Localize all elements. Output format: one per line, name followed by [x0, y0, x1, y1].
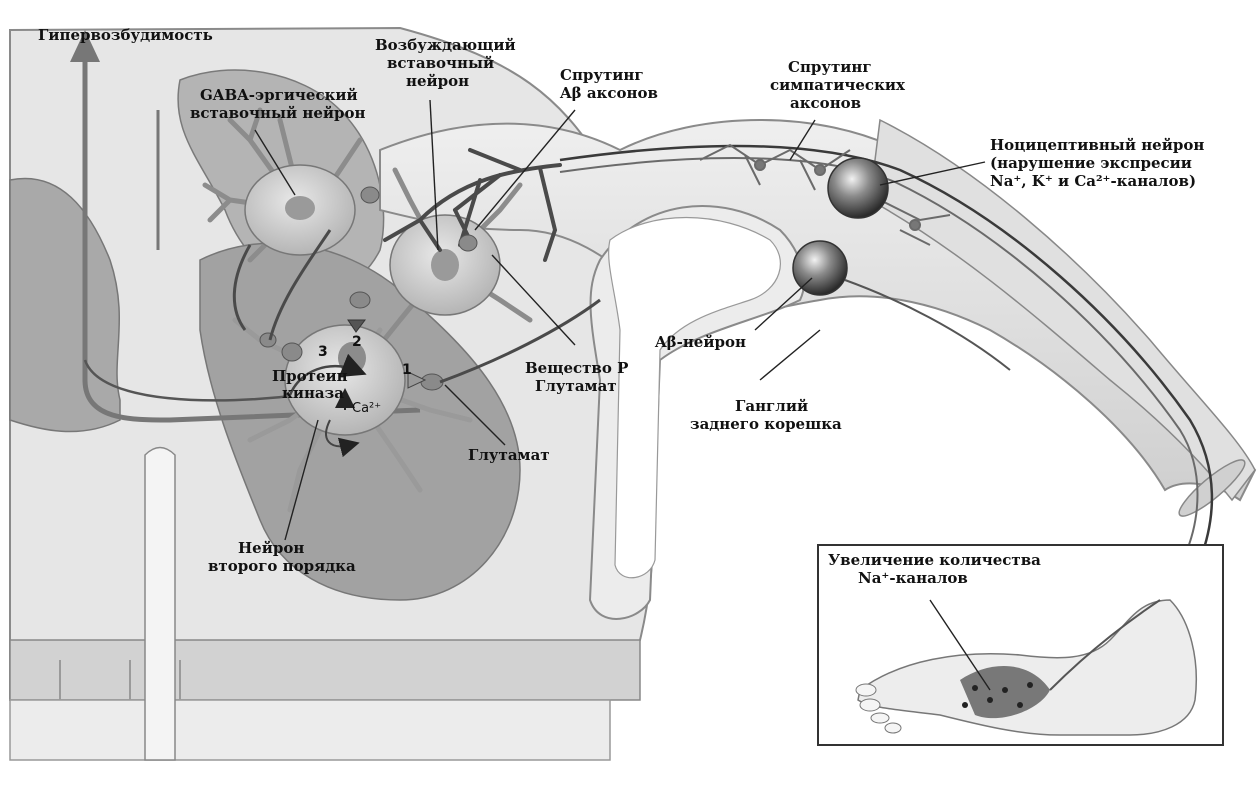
- label-sprout-ab-1: Спрутинг: [560, 66, 644, 84]
- label-inset-2: Na⁺-каналов: [858, 569, 968, 587]
- cord-slab: [10, 700, 610, 760]
- marker-2-label: 2: [352, 334, 362, 350]
- label-inset-1: Увеличение количества: [828, 551, 1041, 569]
- label-gaba-2: вставочный нейрон: [190, 104, 365, 122]
- title-hyperexcitability: Гипервозбудимость: [38, 26, 213, 44]
- label-excit-1: Возбуждающий: [375, 36, 516, 54]
- label-glutamate: Глутамат: [468, 446, 550, 464]
- label-gaba-1: GABA-эргический: [200, 86, 358, 104]
- label-neuron2-1: Нейрон: [238, 539, 304, 557]
- label-substance-p: Вещество Р: [525, 359, 628, 377]
- marker-3-label: 3: [318, 344, 328, 360]
- label-sprout-symp-3: аксонов: [790, 94, 861, 112]
- label-ganglion-2: заднего корешка: [690, 415, 842, 433]
- nociceptive-neuron-soma: [828, 158, 888, 218]
- label-excit-3: нейрон: [406, 72, 469, 90]
- label-substance-glutamate: Глутамат: [535, 377, 617, 395]
- label-calcium: Ca²⁺: [352, 401, 381, 416]
- label-ab-neuron: Aβ-нейрон: [654, 333, 746, 351]
- label-neuron2-2: второго порядка: [208, 557, 356, 575]
- label-nocic-2: (нарушение экспресии: [990, 154, 1192, 172]
- ab-neuron-soma: [793, 241, 847, 295]
- marker-1-label: 1: [402, 362, 412, 378]
- label-nocic-3: Na⁺, K⁺ и Ca²⁺-каналов): [990, 172, 1196, 190]
- label-excit-2: вставочный: [387, 54, 494, 72]
- label-sprout-symp-2: симпатических: [770, 76, 906, 94]
- label-sprout-ab-2: Aβ аксонов: [559, 84, 658, 102]
- central-fissure: [145, 448, 175, 761]
- label-kinase: киназа: [282, 384, 344, 402]
- label-protein: Протеин: [272, 367, 348, 385]
- label-ganglion-1: Ганглий: [735, 397, 808, 415]
- label-nocic-1: Ноцицептивный нейрон: [990, 136, 1204, 154]
- label-sprout-symp-1: Спрутинг: [788, 58, 872, 76]
- spinal-cord-bottom-face: [10, 640, 640, 700]
